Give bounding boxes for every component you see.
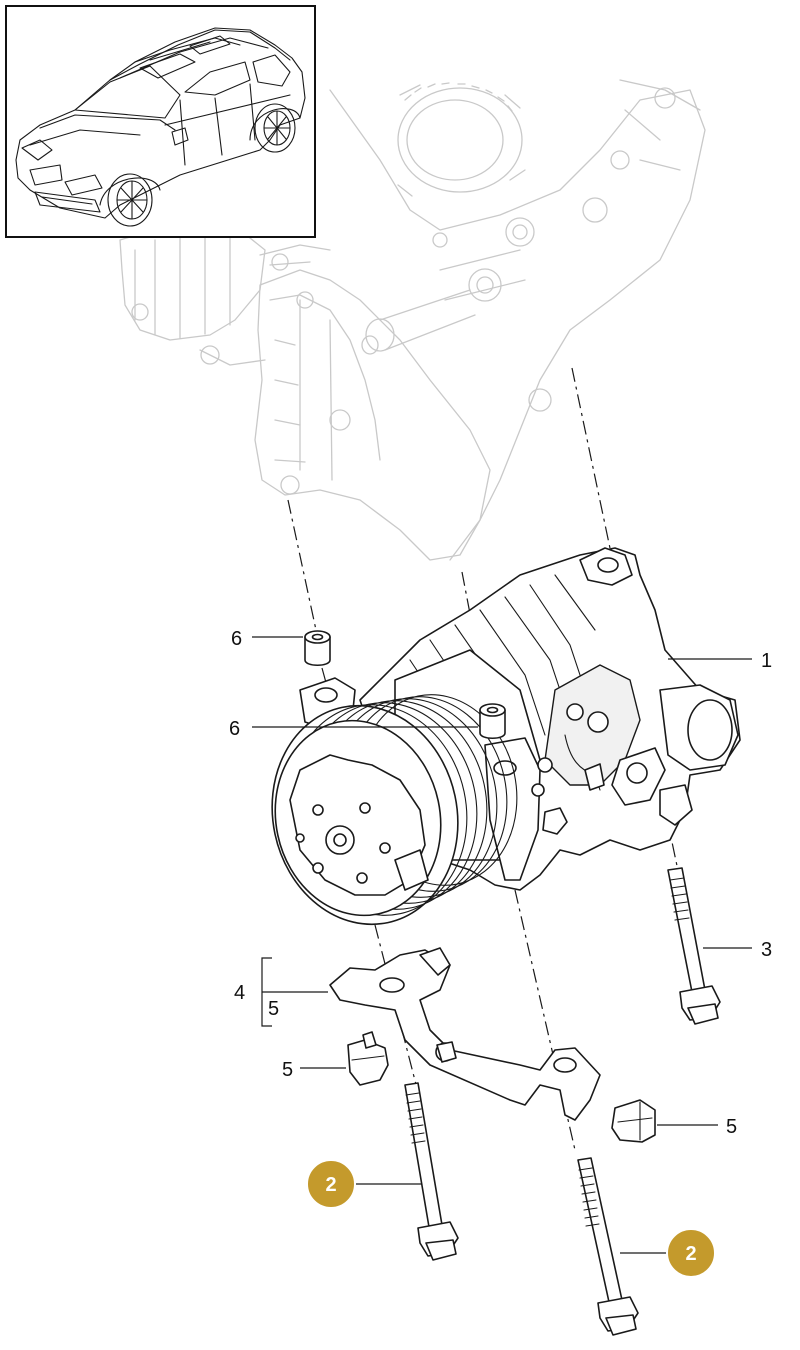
bracket <box>329 947 601 1121</box>
callout-6-middle: 6 <box>229 718 240 740</box>
bolt-left <box>404 1082 459 1261</box>
callout-2-right: 2 <box>685 1243 696 1265</box>
callout-3: 3 <box>761 939 772 961</box>
clip-nut-right <box>611 1099 656 1143</box>
sleeve-middle <box>479 703 506 740</box>
callout-2-left-badge: 2 <box>306 1159 356 1209</box>
bolt-right <box>577 1157 639 1336</box>
vehicle-inset <box>5 5 316 238</box>
badge-circle <box>306 1159 356 1209</box>
callout-4: 4 <box>234 982 245 1004</box>
callout-1: 1 <box>761 650 772 672</box>
callout-2-right-badge: 2 <box>666 1228 716 1278</box>
engine-block-ghost <box>119 79 706 561</box>
bolt-long <box>667 867 721 1025</box>
callout-5-left: 5 <box>282 1059 293 1081</box>
callout-6-upper: 6 <box>231 628 242 650</box>
callout-5-right: 5 <box>726 1116 737 1138</box>
clip-nut-left <box>347 1031 389 1086</box>
callout-labels: 6 6 1 3 4 5 5 5 <box>229 628 772 1138</box>
suv-vehicle-icon <box>15 27 306 227</box>
leader-lines <box>252 636 752 1254</box>
ac-compressor <box>299 547 741 891</box>
badge-circle <box>666 1228 716 1278</box>
callout-5-bracket: 5 <box>268 998 279 1020</box>
compressor-pulley <box>271 694 518 926</box>
sleeve-upper <box>304 630 331 667</box>
callout-2-left: 2 <box>325 1174 336 1196</box>
